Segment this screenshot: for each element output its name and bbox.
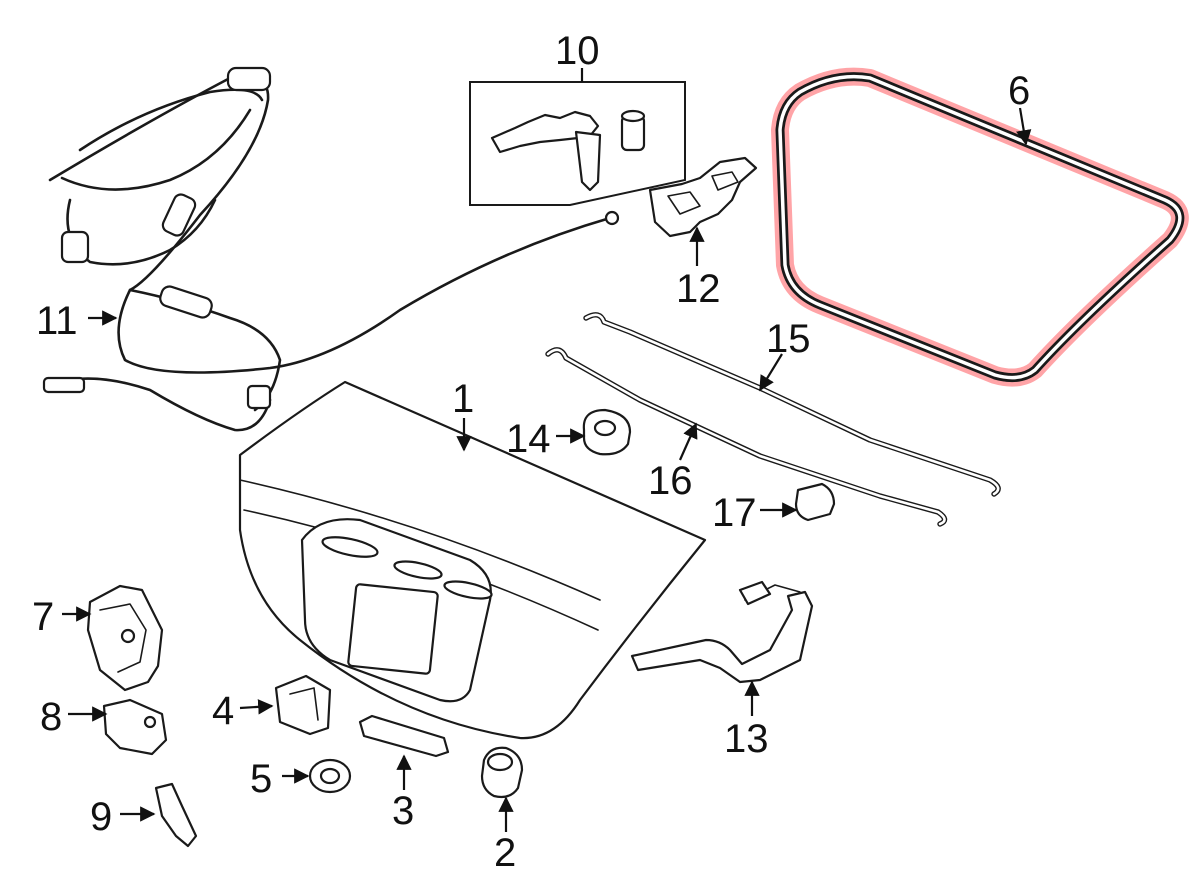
- part-16-rod[interactable]: [545, 347, 948, 527]
- callout-5: 5: [250, 757, 272, 801]
- leader-6: [1016, 107, 1032, 146]
- callout-12: 12: [676, 267, 721, 311]
- callout-8: 8: [40, 695, 62, 739]
- latch-body: [648, 156, 758, 238]
- callout-4: 4: [212, 689, 234, 733]
- leader-15: [759, 353, 783, 392]
- part-10-lock-set[interactable]: [469, 81, 686, 206]
- callout-10: 10: [555, 29, 600, 73]
- key-blade-icon: [574, 130, 602, 192]
- callout-16: 16: [648, 459, 693, 503]
- callout-17: 17: [712, 491, 757, 535]
- part-9-striker[interactable]: [154, 782, 198, 848]
- part-17-bumper[interactable]: [794, 482, 836, 522]
- weatherstrip-inner-line: [778, 74, 1182, 380]
- part-7-actuator[interactable]: [86, 584, 164, 692]
- callout-15: 15: [766, 317, 811, 361]
- part-3-garnish[interactable]: [358, 714, 450, 758]
- part-2-cap[interactable]: [480, 746, 524, 799]
- callouts: 10 6 11 12 15 1 14 16 17 7 13 8 4 5 3 9 …: [32, 29, 1030, 875]
- callout-13: 13: [724, 717, 769, 761]
- part-14-grommet[interactable]: [582, 408, 632, 456]
- callout-14: 14: [506, 417, 551, 461]
- callout-9: 9: [90, 795, 112, 839]
- part-5-bushing[interactable]: [308, 758, 352, 794]
- callout-1: 1: [452, 377, 474, 421]
- leader-4: [239, 699, 274, 715]
- part-11-cable[interactable]: [42, 66, 620, 432]
- part-1-trunk-lid[interactable]: [238, 380, 707, 740]
- callout-2: 2: [494, 831, 516, 875]
- part-12-latch[interactable]: [648, 156, 758, 238]
- leader-16: [678, 422, 698, 461]
- callout-6: 6: [1008, 69, 1030, 113]
- callout-7: 7: [32, 595, 54, 639]
- leader-lines: [62, 68, 1032, 832]
- part-10-box: [469, 81, 686, 206]
- key-fob-icon: [490, 110, 600, 154]
- part-13-hinge[interactable]: [630, 580, 814, 684]
- part-4-bracket[interactable]: [274, 674, 332, 736]
- callout-3: 3: [392, 789, 414, 833]
- callout-11: 11: [36, 299, 78, 343]
- part-6-weatherstrip[interactable]: [771, 67, 1189, 387]
- part-8-switch[interactable]: [102, 698, 168, 756]
